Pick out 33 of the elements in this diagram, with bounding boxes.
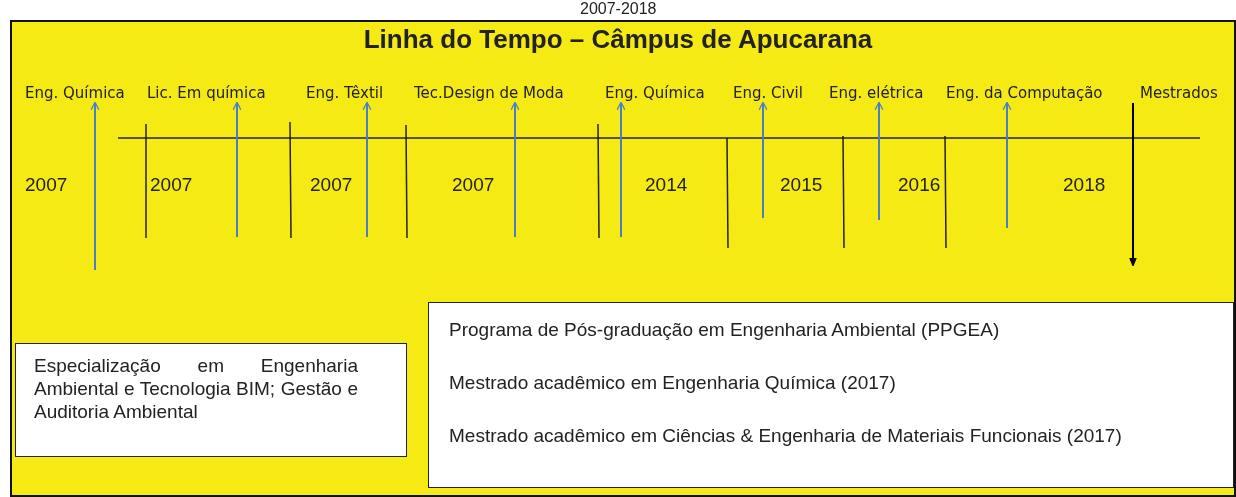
course-label: Eng. da Computação xyxy=(946,84,1103,102)
program-text: Programa de Pós-graduação em Engenharia Ambiental (PPGEA) xyxy=(449,318,1001,342)
program-text: Mestrado acadêmico em Ciências & Engenharia de Materiais Funcionais (2017) xyxy=(449,424,1123,448)
arrow xyxy=(1002,101,1012,229)
program-text: Mestrado acadêmico em Engenharia Química (2017) xyxy=(449,371,897,395)
year-label: 2014 xyxy=(645,174,688,196)
year-label: 2018 xyxy=(1063,174,1106,196)
year-label: 2007 xyxy=(150,174,193,196)
course-label: Eng. Têxtil xyxy=(306,84,384,102)
arrow xyxy=(90,101,100,271)
course-label: Tec.Design de Moda xyxy=(414,84,564,102)
arrow xyxy=(362,101,372,238)
year-label: 2007 xyxy=(452,174,495,196)
year-label: 2015 xyxy=(780,174,823,196)
year-label: 2007 xyxy=(310,174,353,196)
year-label: 2007 xyxy=(25,174,68,196)
year-label: 2016 xyxy=(898,174,941,196)
arrow xyxy=(616,101,626,238)
course-label: Eng. Química xyxy=(605,84,705,102)
info-box: Especialização em Engenharia Ambiental e Tecnologia BIM; Gestão e Auditoria Ambiental xyxy=(15,343,407,457)
course-label: Eng. Civil xyxy=(733,84,803,102)
title: Linha do Tempo – Câmpus de Apucarana xyxy=(362,24,874,55)
arrow xyxy=(1129,102,1137,267)
arrow xyxy=(758,101,768,219)
course-label: Lic. Em química xyxy=(147,84,266,102)
course-label: Mestrados xyxy=(1140,84,1218,102)
course-label: Eng. elétrica xyxy=(829,84,924,102)
course-label: Eng. Química xyxy=(25,84,125,102)
arrow xyxy=(510,101,520,238)
info-box xyxy=(428,302,1234,488)
date-range: 2007-2018 xyxy=(580,0,657,18)
arrow xyxy=(232,101,242,238)
arrow xyxy=(874,101,884,221)
